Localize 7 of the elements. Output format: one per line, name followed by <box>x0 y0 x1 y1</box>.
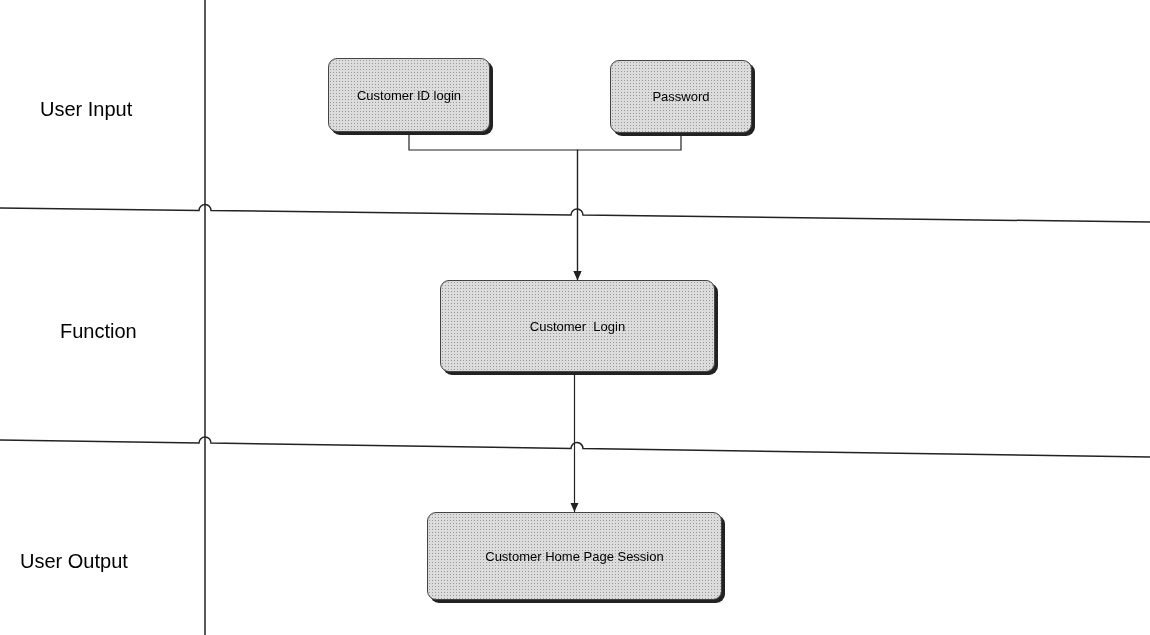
process-box: Customer Home Page Session <box>427 512 722 600</box>
process-box: Password <box>610 60 752 133</box>
lane-label: User Input <box>40 98 133 121</box>
lane-label: User Output <box>20 550 128 573</box>
process-box: Customer ID login <box>328 58 490 132</box>
lane-label: Function <box>60 320 137 343</box>
process-box: Customer Login <box>440 280 715 372</box>
